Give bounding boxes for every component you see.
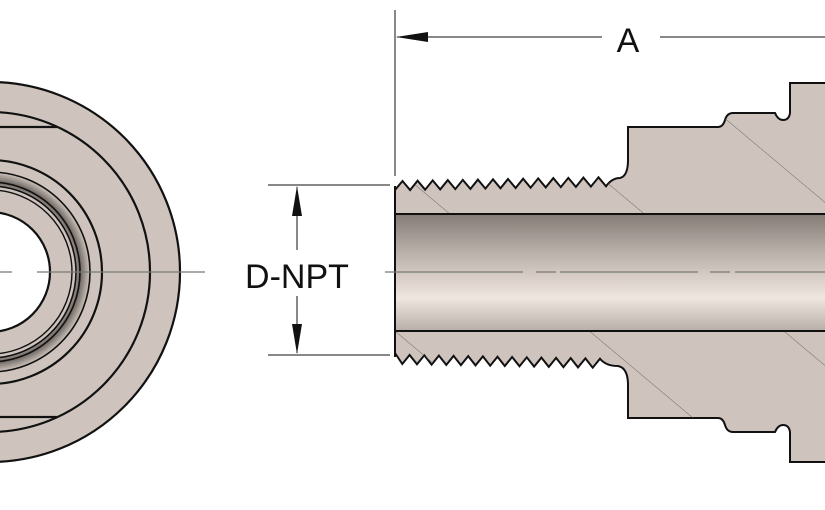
arrow-down-icon — [292, 324, 302, 354]
hatch-lower — [395, 331, 825, 462]
arrow-left-icon — [396, 32, 428, 42]
dimension-d-npt-label: D-NPT — [245, 258, 349, 296]
hatch-upper — [395, 83, 825, 214]
dimension-a — [394, 10, 825, 176]
arrow-up-icon — [292, 186, 302, 216]
dimension-a-label: A — [617, 22, 640, 60]
dimension-d-npt — [268, 184, 390, 356]
